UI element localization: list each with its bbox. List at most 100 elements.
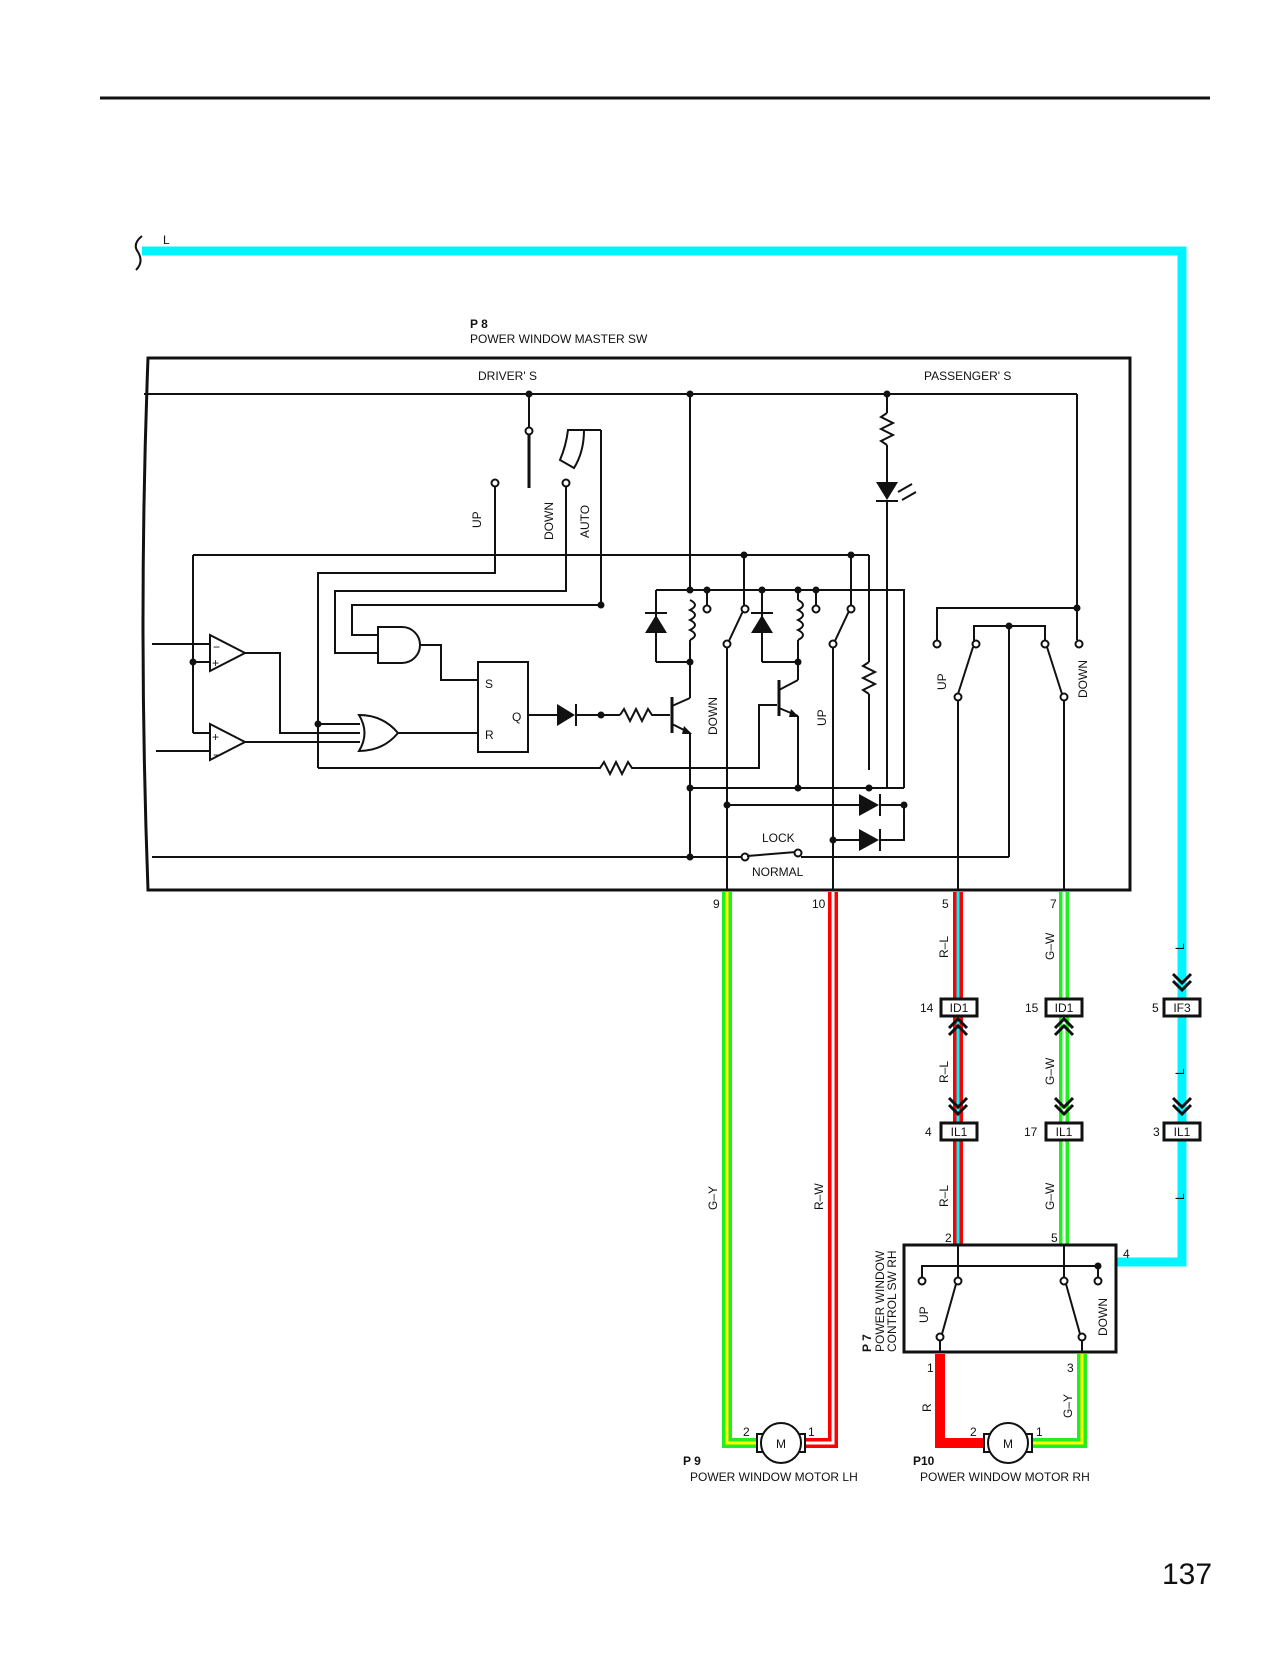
motor-lh-name: POWER WINDOW MOTOR LH — [690, 1470, 858, 1484]
chevron-down-icon — [1053, 1096, 1075, 1110]
rh-control-switch: 2 5 4 1 3 UP DOWN — [902, 1231, 1130, 1375]
wire-pin5-R-L: 5 R–L R–L R–L — [937, 892, 963, 1245]
wire-pin7-G-W: 7 G–W G–W G–W — [1043, 892, 1069, 1245]
relay-coil-icon — [687, 599, 696, 641]
motor-rh-name: POWER WINDOW MOTOR RH — [920, 1470, 1090, 1484]
wire-code-G-W: G–W — [1043, 1057, 1057, 1085]
chevron-up-icon — [947, 1016, 969, 1030]
rh-up-lever — [941, 1283, 957, 1335]
wire-code-G-W: G–W — [1043, 932, 1057, 960]
motor-icon — [760, 1422, 802, 1464]
svg-text:IL1: IL1 — [1174, 1125, 1191, 1139]
connector-IL1-3: IL1 3 — [1153, 1096, 1202, 1142]
svg-text:ID1: ID1 — [1055, 1001, 1074, 1015]
rh-switch-id: P 7 — [860, 1334, 874, 1352]
svg-text:1: 1 — [927, 1361, 934, 1375]
relay-coil-icon — [795, 599, 804, 641]
passenger-up-label: UP — [935, 673, 949, 690]
rh-switch-name-2: CONTROL SW RH — [885, 1250, 899, 1352]
svg-text:3: 3 — [1067, 1361, 1074, 1375]
led-icon — [876, 482, 898, 500]
lock-switch-contact — [740, 852, 750, 862]
diode-icon — [557, 704, 575, 726]
svg-text:ID1: ID1 — [950, 1001, 969, 1015]
and-gate — [377, 626, 421, 664]
page-number: 137 — [1162, 1558, 1212, 1591]
svg-text:Q: Q — [512, 710, 521, 724]
resistor-icon — [619, 706, 670, 724]
pin-5: 5 — [942, 897, 949, 911]
wire-code-G-Y: G–Y — [706, 1186, 720, 1210]
chevron-down-icon — [1171, 972, 1193, 986]
lock-label: LOCK — [762, 831, 795, 845]
svg-text:17: 17 — [1024, 1125, 1038, 1139]
lock-switch-lever — [746, 851, 797, 857]
svg-text:4: 4 — [925, 1125, 932, 1139]
wire-pin9-G-Y: 9 G–Y — [706, 892, 758, 1448]
chevron-down-icon — [1171, 1103, 1193, 1117]
rh-down-label: DOWN — [1096, 1298, 1110, 1336]
svg-text:L: L — [1173, 943, 1187, 950]
connector-ID1-15: ID1 15 — [1025, 997, 1084, 1037]
pin-9: 9 — [713, 897, 720, 911]
connector-IL1-17: IL1 17 — [1024, 1096, 1084, 1142]
wire-code-R-L: R–L — [937, 1185, 951, 1207]
rh-switch-name-1: POWER WINDOW — [873, 1250, 887, 1352]
connector-IF3-5: IF3 5 — [1152, 972, 1202, 1018]
relay-contact-down — [727, 610, 744, 644]
chevron-up-icon — [1053, 1016, 1075, 1030]
rh-down-lever — [1065, 1283, 1081, 1335]
svg-text:+: + — [212, 730, 219, 744]
resistor-icon — [318, 704, 777, 777]
svg-text:2: 2 — [970, 1425, 977, 1439]
motor-lh: M 2 1 — [743, 1422, 815, 1464]
svg-text:M: M — [1003, 1437, 1013, 1451]
resistor-icon — [878, 412, 896, 446]
svg-text:2: 2 — [743, 1425, 750, 1439]
svg-text:4: 4 — [1123, 1247, 1130, 1261]
wire-L-right: L L L — [1115, 943, 1187, 1267]
auto-cam-icon — [558, 429, 586, 470]
switch-contact — [524, 426, 534, 436]
svg-text:IF3: IF3 — [1173, 1001, 1191, 1015]
wire-L-trace — [142, 246, 1187, 985]
resistor-icon — [860, 661, 878, 695]
diode-icon — [751, 615, 773, 633]
relay-up-label: UP — [815, 709, 829, 726]
chevron-down-icon — [947, 1103, 969, 1117]
comparator-2: + − — [209, 722, 248, 762]
svg-text:1: 1 — [808, 1425, 815, 1439]
motor-rh-id: P10 — [913, 1454, 935, 1468]
wire-rh-G-Y: G–Y — [1032, 1354, 1087, 1448]
chevron-up-icon — [1053, 1023, 1075, 1037]
or-gate — [357, 713, 400, 753]
drivers-label: DRIVER' S — [478, 369, 537, 383]
passenger-down-label: DOWN — [1076, 660, 1090, 698]
chevron-down-icon — [1171, 1096, 1193, 1110]
svg-text:1: 1 — [1036, 1425, 1043, 1439]
svg-text:IL1: IL1 — [951, 1125, 968, 1139]
svg-text:S: S — [485, 677, 493, 691]
wire-rh-R: R — [920, 1354, 984, 1448]
wire-code-R-L: R–L — [937, 1061, 951, 1083]
svg-text:R: R — [920, 1403, 934, 1412]
relay-down-label: DOWN — [706, 697, 720, 735]
pin-7: 7 — [1050, 897, 1057, 911]
chevron-down-icon — [947, 1096, 969, 1110]
connector-ID1-14: ID1 14 — [920, 997, 979, 1037]
driver-up-label: UP — [470, 511, 484, 528]
passenger-up-lever — [957, 646, 974, 695]
svg-text:L: L — [1173, 1193, 1187, 1200]
connector-IL1-4: IL1 4 — [925, 1096, 979, 1142]
diode-icon — [859, 829, 879, 851]
svg-text:−: − — [213, 640, 220, 654]
wire-break-icon — [134, 235, 143, 271]
wire-label-L: L — [163, 233, 170, 247]
svg-text:14: 14 — [920, 1001, 934, 1015]
pin-10: 10 — [812, 897, 826, 911]
svg-text:5: 5 — [1051, 1231, 1058, 1245]
wire-code-R-W: R–W — [812, 1183, 826, 1210]
svg-text:IL1: IL1 — [1056, 1125, 1073, 1139]
driver-auto-label: AUTO — [578, 505, 592, 538]
